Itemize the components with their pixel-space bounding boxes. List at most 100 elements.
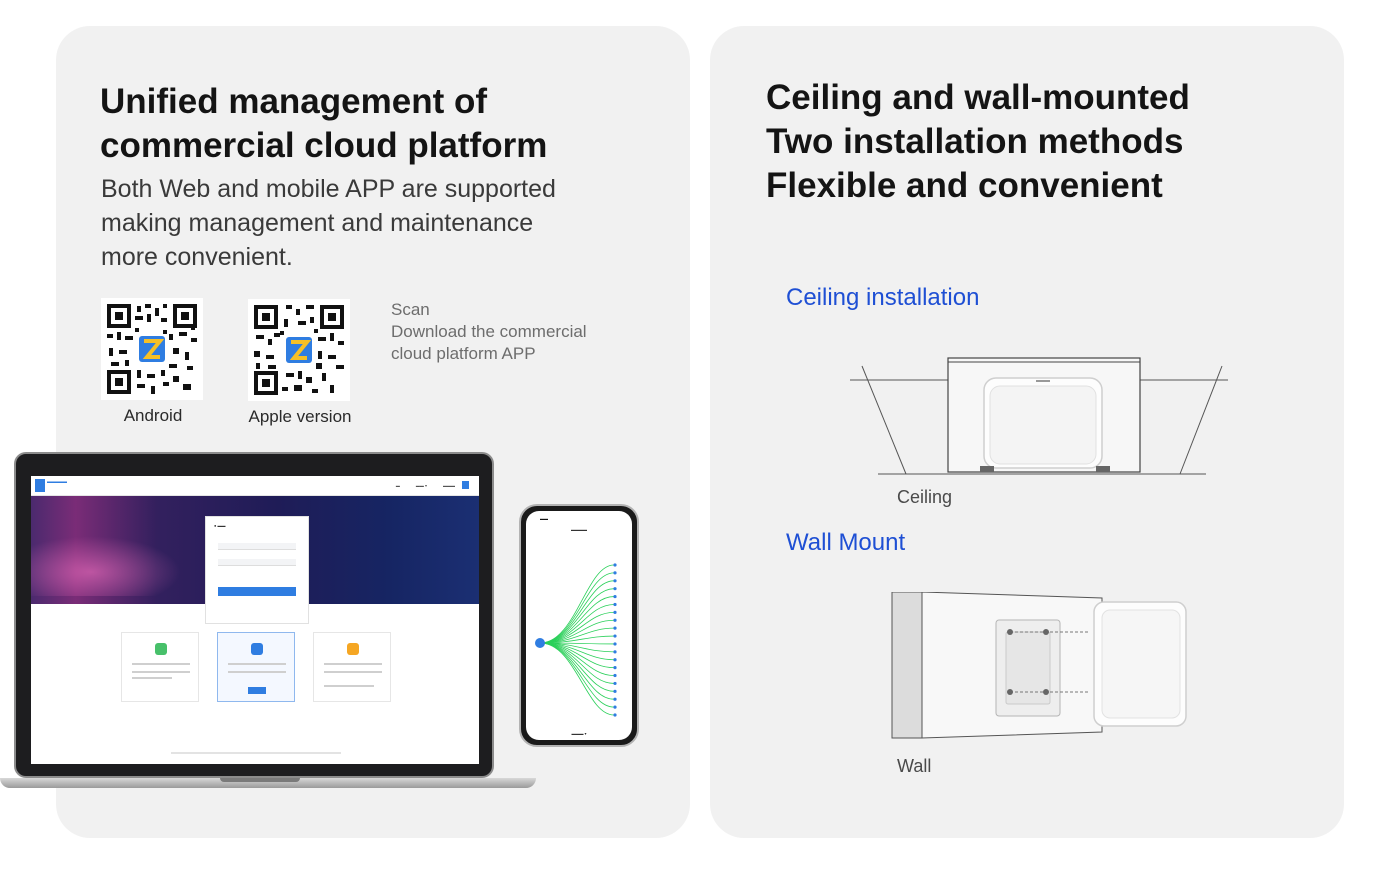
topology-node (613, 579, 617, 583)
installation-panel: Ceiling and wall-mounted Two installatio… (710, 26, 1344, 838)
topology-node (613, 697, 617, 701)
screw-icon (1007, 689, 1013, 695)
title-line: commercial cloud platform (100, 126, 548, 165)
topology-node (613, 642, 617, 646)
topology-node (613, 626, 617, 630)
topology-node (613, 673, 617, 678)
topology-link (539, 642, 615, 708)
access-point-face (1101, 609, 1181, 719)
card-text-line (132, 677, 172, 679)
topology-node (613, 666, 617, 670)
topology-node (613, 610, 617, 614)
login-remember-row (218, 573, 296, 580)
panel-title: Unified management of commercial cloud p… (100, 80, 547, 168)
topology-node (613, 618, 617, 622)
title-line: Unified management of (100, 82, 487, 121)
topology-link (539, 572, 615, 644)
topology-node (613, 587, 617, 591)
platform-card-active (217, 632, 295, 702)
phone-illustration: ▬▬ ▬▬▬▬ ▬▬▬ ▾ (519, 504, 639, 747)
login-password-field (218, 559, 296, 566)
cube-icon (155, 643, 167, 655)
hero-glow (31, 536, 181, 596)
cloud-hub-icon (535, 638, 545, 648)
topology-link (539, 642, 615, 684)
ceiling-diagram (850, 357, 1228, 475)
perspective-line (1179, 365, 1223, 475)
login-submit-button (218, 587, 296, 596)
subtitle-line: making management and maintenance (101, 209, 534, 237)
card-text-line (132, 663, 190, 665)
scan-line: Download the commercial (391, 322, 587, 341)
android-qr-code[interactable] (101, 298, 203, 400)
phone-screen-title: ▬▬▬▬ (571, 527, 587, 532)
laptop-base (0, 778, 536, 788)
site-nav: ▬▬▬ ▾▬▬▬ (395, 483, 455, 488)
topology-link (539, 580, 615, 644)
screw-icon (1043, 629, 1049, 635)
screw-icon (1007, 629, 1013, 635)
card-text-line (132, 671, 190, 673)
screw-icon (1043, 689, 1049, 695)
title-line: Two installation methods (766, 122, 1184, 161)
wall-mount-heading: Wall Mount (786, 529, 906, 556)
topology-node (613, 594, 617, 599)
laptop-illustration: ▬▬▬▬ ▬▬▬ ▾▬▬▬ ● ▬▬ (0, 452, 540, 802)
phone-app-icon (347, 643, 359, 655)
subtitle-line: more convenient. (101, 243, 293, 271)
title-line: Ceiling and wall-mounted (766, 78, 1190, 117)
scan-line: cloud platform APP (391, 344, 536, 363)
title-line: Flexible and convenient (766, 166, 1163, 205)
topology-node (613, 563, 617, 567)
site-name-mark: ▬▬▬▬ (47, 479, 67, 485)
access-point-face (989, 385, 1097, 465)
panel-title: Ceiling and wall-mounted Two installatio… (766, 76, 1190, 208)
mount-foot (980, 466, 994, 472)
login-box: ● ▬▬ (205, 516, 309, 624)
network-topology-chart (535, 563, 617, 717)
topology-link (539, 642, 615, 716)
mobile-app-screenshot: ▬▬ ▬▬▬▬ ▬▬▬ ▾ (526, 511, 632, 740)
login-username-field (218, 543, 296, 550)
ceiling-installation-heading: Ceiling installation (786, 284, 980, 311)
mount-foot (1096, 466, 1110, 472)
platform-logo-icon (35, 479, 45, 492)
topology-node (613, 658, 617, 662)
scan-line: Scan (391, 300, 430, 319)
phone-bottom-bar: ▬▬▬ ▾ (571, 731, 587, 736)
qr-code-icon (107, 304, 197, 394)
card-button (248, 687, 266, 694)
card-text-line (228, 663, 286, 665)
phone-status-bar: ▬▬ (540, 516, 548, 521)
card-text-line (228, 671, 286, 673)
site-header-button (462, 481, 469, 489)
topology-node (613, 681, 617, 686)
login-title-mark: ● ▬▬ (214, 523, 226, 528)
topology-node (613, 650, 617, 654)
site-header: ▬▬▬▬ ▬▬▬ ▾▬▬▬ (31, 476, 479, 496)
web-platform-screenshot: ▬▬▬▬ ▬▬▬ ▾▬▬▬ ● ▬▬ (31, 476, 479, 764)
topology-link (539, 604, 615, 644)
wall-mount-diagram (891, 592, 1187, 739)
topology-node (613, 571, 617, 575)
topology-node (613, 602, 617, 607)
card-text-line (324, 685, 374, 687)
perspective-line (861, 365, 907, 475)
qr-code-icon (254, 305, 344, 395)
cloud-icon (251, 643, 263, 655)
topology-link (539, 611, 615, 644)
topology-node (613, 705, 617, 709)
app-card (313, 632, 391, 702)
topology-node (613, 713, 617, 717)
scan-instructions: Scan Download the commercial cloud platf… (391, 299, 587, 365)
laptop-notch (220, 778, 300, 782)
wall-side (891, 592, 923, 739)
subtitle-line: Both Web and mobile APP are supported (101, 175, 556, 203)
card-text-line (324, 671, 382, 673)
panel-subtitle: Both Web and mobile APP are supported ma… (101, 172, 556, 274)
topology-link (539, 564, 615, 644)
apple-qr-code[interactable] (248, 299, 350, 401)
topology-node (613, 689, 617, 693)
ceiling-caption: Ceiling (897, 487, 953, 507)
wall-caption: Wall (897, 756, 932, 776)
